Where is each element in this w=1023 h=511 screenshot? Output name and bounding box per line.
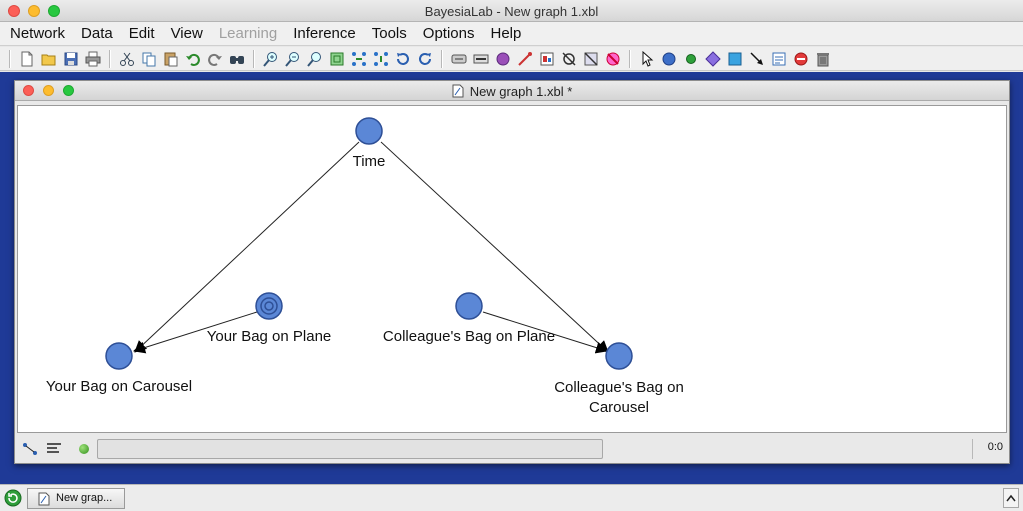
- fit-to-window-icon[interactable]: [326, 48, 348, 70]
- label-time: Time: [352, 153, 386, 170]
- menu-network[interactable]: Network: [10, 24, 66, 42]
- document-icon: [38, 492, 50, 506]
- arc-colleagues-bag-on-plane-to-colleagues-bag-on-carousel[interactable]: [482, 311, 608, 354]
- menu-tools[interactable]: Tools: [371, 24, 407, 42]
- graph-mode-icon[interactable]: [19, 439, 41, 459]
- node-time[interactable]: [355, 117, 383, 145]
- status-indicator-icon: [79, 444, 89, 454]
- node-colleagues-bag-on-plane[interactable]: [455, 292, 483, 320]
- paste-icon[interactable]: [160, 48, 182, 70]
- label-colleagues-bag-on-plane: Colleague's Bag on Plane: [382, 328, 556, 345]
- delete-stop-icon[interactable]: [790, 48, 812, 70]
- menu-inference[interactable]: Inference: [293, 24, 356, 42]
- graph-minimize-button[interactable]: [43, 85, 54, 96]
- minimize-window-button[interactable]: [28, 5, 40, 17]
- node-colleagues-bag-on-carousel[interactable]: [605, 342, 633, 370]
- menu-help[interactable]: Help: [490, 24, 522, 42]
- rotate-right-icon[interactable]: [414, 48, 436, 70]
- chevron-up-icon[interactable]: [1003, 488, 1019, 508]
- add-utility-icon[interactable]: [724, 48, 746, 70]
- app-title: BayesiaLab - New graph 1.xbl: [424, 4, 599, 19]
- refresh-icon[interactable]: [4, 489, 22, 507]
- graph-maximize-button[interactable]: [63, 85, 74, 96]
- graph-window-title: New graph 1.xbl *: [469, 84, 573, 99]
- network-graph: [105, 117, 633, 370]
- layout-icon[interactable]: [348, 48, 370, 70]
- copy-icon[interactable]: [138, 48, 160, 70]
- add-decision-icon[interactable]: [702, 48, 724, 70]
- list-view-icon[interactable]: [43, 439, 65, 459]
- layout-spread-icon[interactable]: [370, 48, 392, 70]
- add-arc-icon[interactable]: [746, 48, 768, 70]
- node-icon[interactable]: [492, 48, 514, 70]
- label-your-bag-on-plane: Your Bag on Plane: [206, 328, 332, 345]
- hide-icon[interactable]: [558, 48, 580, 70]
- add-node-icon[interactable]: [658, 48, 680, 70]
- link-icon[interactable]: [514, 48, 536, 70]
- print-icon[interactable]: [82, 48, 104, 70]
- rotate-left-icon[interactable]: [392, 48, 414, 70]
- document-icon: [452, 84, 464, 98]
- cut-icon[interactable]: [116, 48, 138, 70]
- zoom-out-icon[interactable]: [282, 48, 304, 70]
- taskbar-tab-label: New grap...: [56, 492, 113, 504]
- menu-data[interactable]: Data: [81, 24, 113, 42]
- disable-icon[interactable]: [602, 48, 624, 70]
- filter-icon[interactable]: [580, 48, 602, 70]
- graph-window: New graph 1.xbl * Time Your: [14, 80, 1010, 464]
- graph-window-title-bar: New graph 1.xbl *: [15, 81, 1009, 101]
- menu-view[interactable]: View: [170, 24, 203, 42]
- find-icon[interactable]: [226, 48, 248, 70]
- label-your-bag-on-carousel: Your Bag on Carousel: [45, 378, 193, 395]
- arc-your-bag-on-plane-to-your-bag-on-carousel[interactable]: [133, 311, 258, 354]
- open-folder-icon[interactable]: [38, 48, 60, 70]
- taskbar-tab-new-graph[interactable]: New grap...: [27, 488, 125, 509]
- window-taskbar: New grap...: [0, 484, 1023, 511]
- select-arrow-icon[interactable]: [636, 48, 658, 70]
- zoom-in-icon[interactable]: [260, 48, 282, 70]
- progress-bar: [97, 439, 603, 459]
- trash-icon[interactable]: [812, 48, 834, 70]
- menu-bar: Network Data Edit View Learning Inferenc…: [0, 22, 1023, 46]
- arc-display-icon[interactable]: [470, 48, 492, 70]
- graph-status-bar: 0:0: [17, 437, 1007, 461]
- label-colleagues-bag-on-carousel: Colleague's Bag on Carousel: [554, 379, 684, 416]
- zoom-reset-icon[interactable]: [304, 48, 326, 70]
- toolbar-separator: [441, 49, 443, 68]
- graph-close-button[interactable]: [23, 85, 34, 96]
- toolbar-separator: [253, 49, 255, 68]
- toolbar-separator: [9, 49, 11, 68]
- maximize-window-button[interactable]: [48, 5, 60, 17]
- save-icon[interactable]: [60, 48, 82, 70]
- menu-edit[interactable]: Edit: [128, 24, 155, 42]
- new-file-icon[interactable]: [16, 48, 38, 70]
- status-separator: [972, 439, 973, 459]
- graph-canvas[interactable]: Time Your Bag on Plane Colleague's Bag o…: [17, 105, 1007, 433]
- node-your-bag-on-plane[interactable]: [255, 292, 283, 320]
- node-your-bag-on-carousel[interactable]: [105, 342, 133, 370]
- menu-learning: Learning: [218, 24, 278, 42]
- toolbar-separator: [109, 49, 111, 68]
- add-note-icon[interactable]: [768, 48, 790, 70]
- node-display-icon[interactable]: [448, 48, 470, 70]
- close-window-button[interactable]: [8, 5, 20, 17]
- arc-time-to-colleagues-bag-on-carousel[interactable]: [380, 141, 609, 353]
- app-title-bar: BayesiaLab - New graph 1.xbl: [0, 0, 1023, 22]
- toolbar-separator: [629, 49, 631, 68]
- monitor-icon[interactable]: [536, 48, 558, 70]
- arc-time-to-your-bag-on-carousel[interactable]: [134, 141, 360, 353]
- undo-icon[interactable]: [182, 48, 204, 70]
- status-coordinates: 0:0: [987, 441, 1003, 453]
- main-toolbar: [0, 47, 1023, 71]
- add-constraint-icon[interactable]: [680, 48, 702, 70]
- menu-options[interactable]: Options: [422, 24, 475, 42]
- redo-icon[interactable]: [204, 48, 226, 70]
